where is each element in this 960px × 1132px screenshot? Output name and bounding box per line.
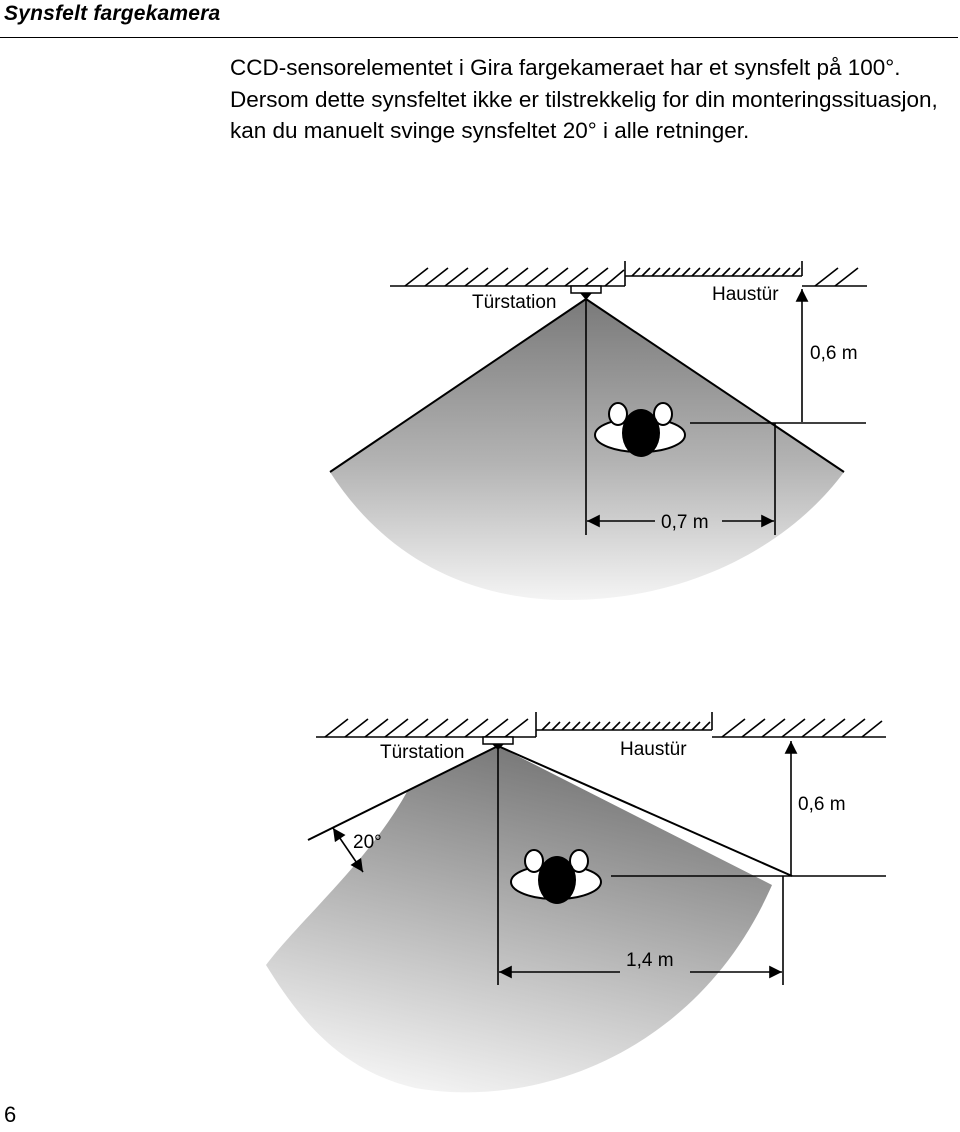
- width-label: 0,7 m: [661, 512, 709, 533]
- door-label: Haustür: [712, 284, 779, 305]
- wall: [316, 712, 886, 738]
- camera-label: Türstation: [380, 742, 464, 763]
- paragraph-swivel: Dersom dette synsfeltet ikke er tilstrek…: [230, 86, 938, 144]
- person-icon: [594, 402, 686, 457]
- depth-label: 0,6 m: [798, 794, 846, 815]
- field-of-view-area: [330, 299, 844, 600]
- width-label: 1,4 m: [626, 950, 674, 971]
- angle-arc: [332, 827, 364, 873]
- diagram-swivelled-view: Türstation Haustür 20° 0,6 m 1,4 m: [266, 712, 886, 1093]
- body-text: CCD-sensorelementet i Gira fargekameraet…: [230, 52, 940, 147]
- camera-label: Türstation: [472, 292, 556, 313]
- page-number: 6: [4, 1102, 17, 1127]
- page-title: Synsfelt fargekamera: [4, 2, 221, 25]
- paragraph-field-of-view: CCD-sensorelementet i Gira fargekameraet…: [230, 55, 901, 80]
- diagram-standard-view: Türstation Haustür 0,6 m 0,7 m: [329, 261, 867, 600]
- depth-label: 0,6 m: [810, 343, 858, 364]
- wall: [390, 261, 867, 287]
- door-label: Haustür: [620, 739, 687, 760]
- title-rule: [0, 37, 958, 38]
- field-of-view-area: [266, 746, 772, 1093]
- angle-label: 20°: [353, 832, 382, 853]
- camera-icon: [570, 285, 602, 300]
- person-icon: [510, 849, 602, 904]
